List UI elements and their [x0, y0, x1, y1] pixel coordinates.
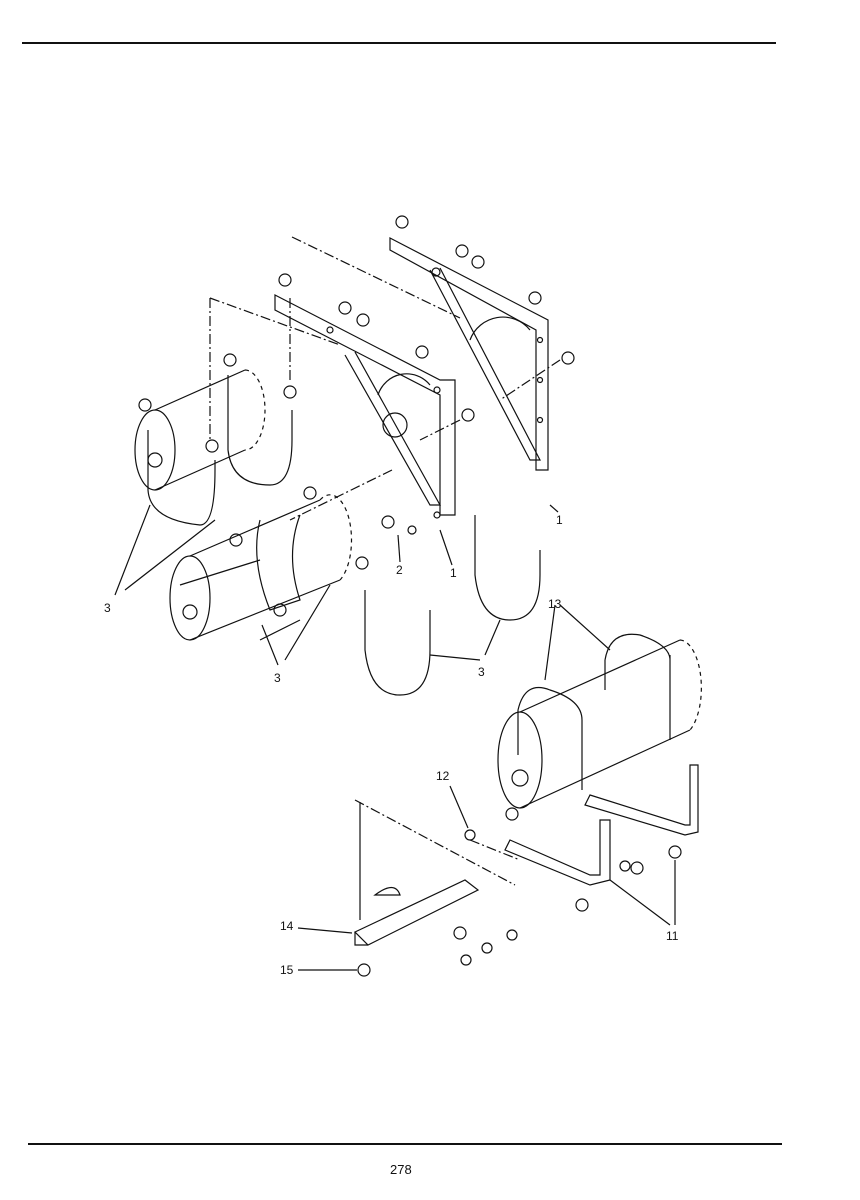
cradle-straps	[504, 764, 699, 886]
bottom-rule	[28, 1143, 782, 1145]
callout-2: 2	[396, 563, 403, 577]
callout-3-right: 3	[478, 665, 485, 679]
top-rule	[22, 42, 776, 44]
leader-lines	[209, 236, 561, 886]
callout-13: 13	[548, 597, 562, 611]
callout-14: 14	[280, 919, 294, 933]
callout-11: 11	[666, 929, 679, 943]
callout-3-middle: 3	[274, 671, 281, 685]
callout-1-right: 1	[556, 513, 563, 527]
bracket-right	[389, 237, 549, 471]
tank-middle-left	[169, 494, 353, 641]
page-number: 278	[390, 1162, 412, 1177]
tank-lower-right	[497, 633, 702, 809]
callout-3-left: 3	[104, 601, 111, 615]
mounting-plate	[353, 802, 480, 946]
bracket-left	[274, 294, 456, 519]
callout-12: 12	[436, 769, 450, 783]
callout-15: 15	[280, 963, 294, 977]
callout-leaders	[114, 504, 676, 971]
callout-1-left: 1	[450, 566, 457, 580]
nuts-and-washers	[138, 215, 682, 977]
u-bolts-loose	[364, 515, 541, 696]
tank-upper-left	[134, 369, 293, 526]
